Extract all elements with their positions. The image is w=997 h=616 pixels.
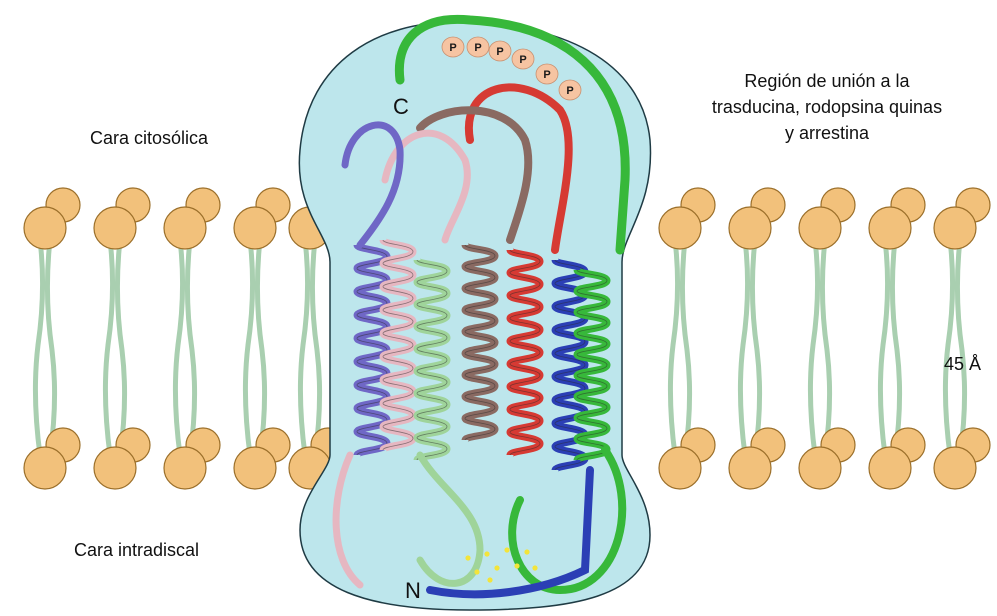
phosphate-label: P — [566, 85, 573, 97]
lipid-tail — [245, 240, 264, 455]
lipid-head — [869, 207, 911, 249]
lipid-tail — [810, 240, 829, 455]
membrane-thickness-label: 45 Å — [944, 354, 981, 375]
lipid-head — [24, 207, 66, 249]
lipid-head — [729, 207, 771, 249]
lipid-tail — [740, 240, 759, 455]
phosphate-label: P — [519, 54, 526, 66]
lipid-head — [799, 447, 841, 489]
lipid-head — [234, 207, 276, 249]
lipid-head — [659, 207, 701, 249]
c-terminus-label: C — [393, 94, 409, 119]
n-terminus-label: N — [405, 578, 421, 603]
glycan-dot — [494, 565, 499, 570]
binding-region-line-3: y arrestina — [662, 120, 992, 146]
lipid-head — [24, 447, 66, 489]
binding-region-line-1: Región de unión a la — [662, 68, 992, 94]
glycan-dot — [524, 549, 529, 554]
lipid-tail — [945, 240, 964, 455]
intradiscal-face-label: Cara intradiscal — [74, 540, 199, 561]
lipid-head — [799, 207, 841, 249]
lipid-tail — [670, 240, 689, 455]
binding-region-label: Región de unión a la trasducina, rodopsi… — [662, 68, 992, 146]
binding-region-line-2: trasducina, rodopsina quinas — [662, 94, 992, 120]
lipid-bilayer-left — [24, 188, 345, 489]
lipid-head — [869, 447, 911, 489]
glycan-dot — [465, 555, 470, 560]
lipid-head — [659, 447, 701, 489]
phosphate-label: P — [496, 46, 503, 58]
phosphate-label: P — [449, 42, 456, 54]
lipid-tail — [105, 240, 124, 455]
lipid-head — [164, 207, 206, 249]
lipid-head — [164, 447, 206, 489]
lipid-head — [729, 447, 771, 489]
glycan-dot — [484, 551, 489, 556]
lipid-tail — [300, 240, 319, 455]
lipid-bilayer-right — [659, 188, 990, 489]
lipid-tail — [175, 240, 194, 455]
lipid-head — [934, 447, 976, 489]
lipid-head — [94, 207, 136, 249]
phosphate-label: P — [474, 42, 481, 54]
cytosolic-face-label: Cara citosólica — [90, 128, 208, 149]
lipid-head — [94, 447, 136, 489]
lipid-tail — [880, 240, 899, 455]
glycan-dot — [487, 577, 492, 582]
glycan-dot — [532, 565, 537, 570]
lipid-head — [234, 447, 276, 489]
glycan-dot — [514, 563, 519, 568]
lipid-tail — [35, 240, 54, 455]
glycan-dot — [474, 569, 479, 574]
glycan-dot — [504, 547, 509, 552]
phosphate-label: P — [543, 69, 550, 81]
lipid-head — [934, 207, 976, 249]
